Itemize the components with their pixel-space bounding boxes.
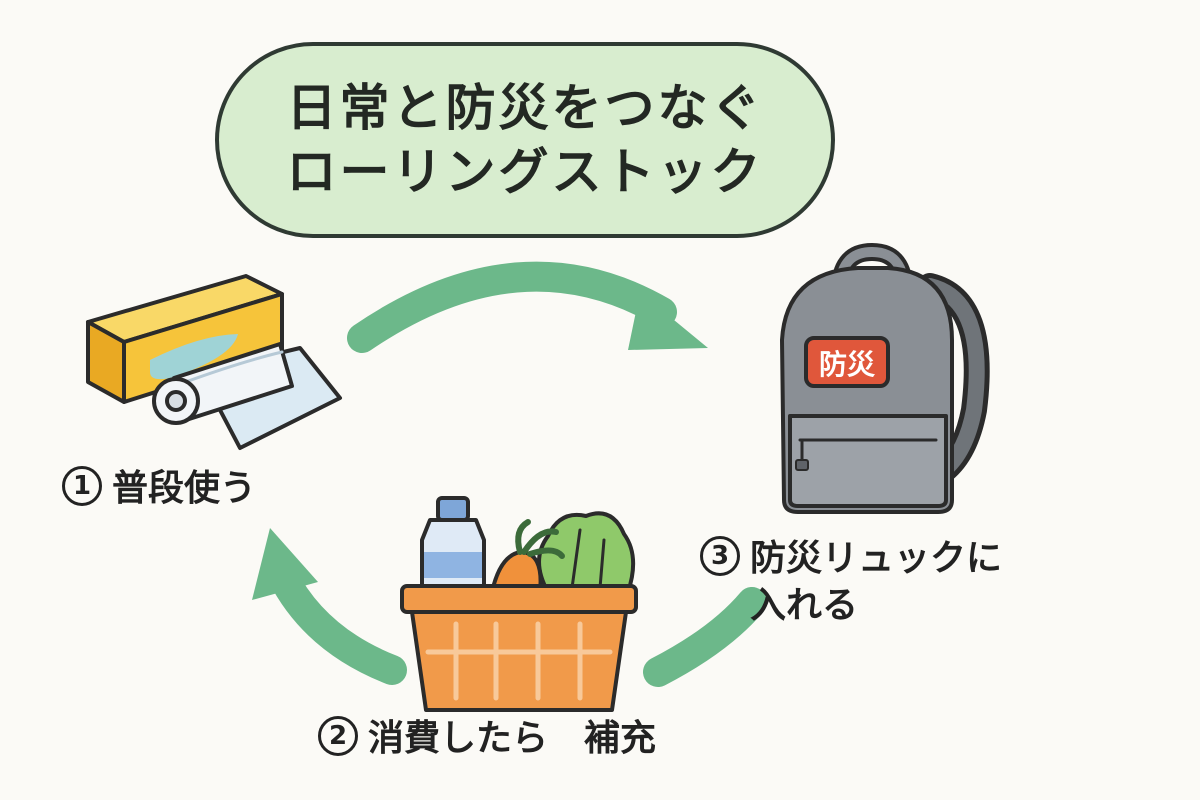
step-1-number: 1 (62, 466, 102, 506)
title-line-2: ローリングストック (286, 143, 764, 201)
step-3-text: 防災リュックに 入れる (750, 538, 1003, 626)
title-banner: 日常と防災をつなぐ ローリングストック (215, 42, 835, 238)
step-3-number: 3 (700, 536, 740, 576)
step-2-label: 2 消費したら 補充 (318, 716, 656, 763)
backpack-icon (780, 243, 990, 514)
backpack-badge-label: 防災 (819, 348, 876, 381)
food-wrap-roll-icon (86, 274, 342, 450)
step-3-label: 3 防災リュックに 入れる (700, 536, 1002, 630)
step-2-text: 消費したら 補充 (368, 718, 657, 759)
cycle-arrow-left (252, 528, 407, 685)
title-line-1: 日常と防災をつなぐ (286, 79, 764, 137)
shopping-basket-icon (400, 496, 638, 712)
cycle-arrow-right (643, 587, 767, 687)
step-1-text: 普段使う (112, 468, 257, 509)
step-1-label: 1 普段使う (62, 466, 256, 513)
step-2-number: 2 (318, 716, 358, 756)
cycle-arrow-top (347, 261, 708, 353)
